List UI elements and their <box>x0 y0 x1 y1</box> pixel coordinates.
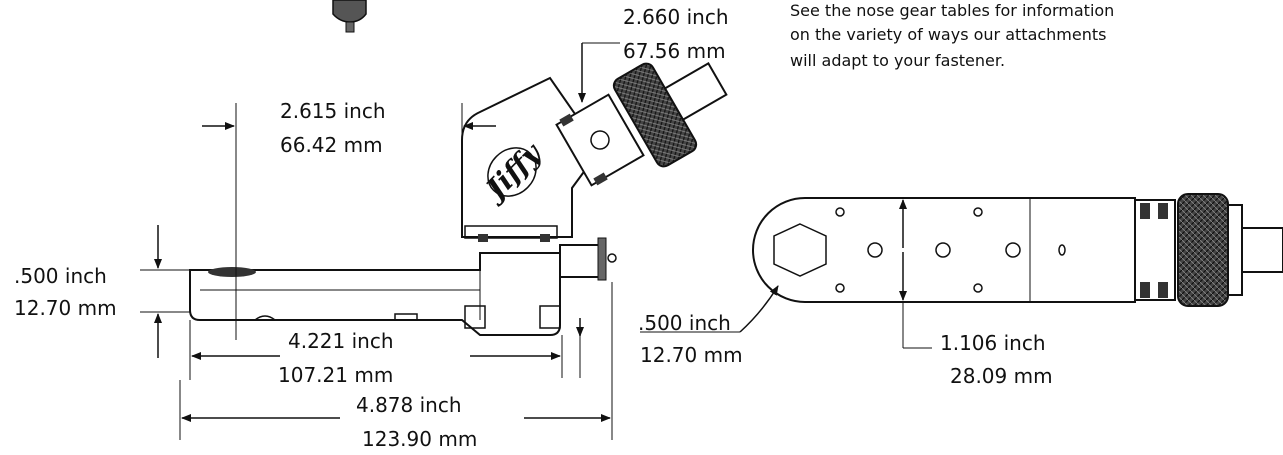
dim-center-length: 4.221 inch 107.21 mm <box>189 318 584 387</box>
hex-socket-icon <box>773 223 827 277</box>
note-line-2: on the variety of ways our attachments <box>790 25 1106 44</box>
dim-body-width-inch: 1.106 inch <box>940 331 1046 355</box>
dim-side-thickness: .500 inch 12.70 mm <box>14 225 190 358</box>
dim-side-thickness-inch: .500 inch <box>14 264 107 288</box>
arm-body <box>189 252 561 336</box>
dim-top-offset: 2.660 inch 67.56 mm <box>578 5 729 103</box>
info-note: See the nose gear tables for information… <box>790 1 1114 70</box>
dim-overall-length: 4.878 inch 123.90 mm <box>179 282 613 451</box>
note-line-1: See the nose gear tables for information <box>790 1 1114 20</box>
dim-overall-length-inch: 4.878 inch <box>356 393 462 417</box>
dim-top-thickness-mm: 12.70 mm <box>640 343 743 367</box>
dim-center-length-inch: 4.221 inch <box>288 329 394 353</box>
dim-body-width: 1.106 inch 28.09 mm <box>899 199 1053 388</box>
side-view: Jiffy <box>189 0 728 336</box>
knurled-knob <box>612 62 728 168</box>
dim-top-offset-mm: 67.56 mm <box>623 39 726 63</box>
dim-top-thickness: .500 inch 12.70 mm <box>638 285 779 367</box>
top-view-knurled-knob <box>1177 193 1229 307</box>
dim-head-width: 2.615 inch 66.42 mm <box>202 99 496 340</box>
dim-top-offset-inch: 2.660 inch <box>623 5 729 29</box>
dim-center-length-mm: 107.21 mm <box>278 363 393 387</box>
dim-overall-length-mm: 123.90 mm <box>362 427 477 451</box>
top-view <box>752 193 1283 307</box>
note-line-3: will adapt to your fastener. <box>790 51 1005 70</box>
top-view-body <box>752 197 1136 303</box>
dim-body-width-mm: 28.09 mm <box>950 364 1053 388</box>
tool-tip-illustration <box>332 0 367 33</box>
dim-side-thickness-mm: 12.70 mm <box>14 296 117 320</box>
dim-head-width-mm: 66.42 mm <box>280 133 383 157</box>
dim-head-width-inch: 2.615 inch <box>280 99 386 123</box>
dim-top-thickness-inch: .500 inch <box>638 311 731 335</box>
